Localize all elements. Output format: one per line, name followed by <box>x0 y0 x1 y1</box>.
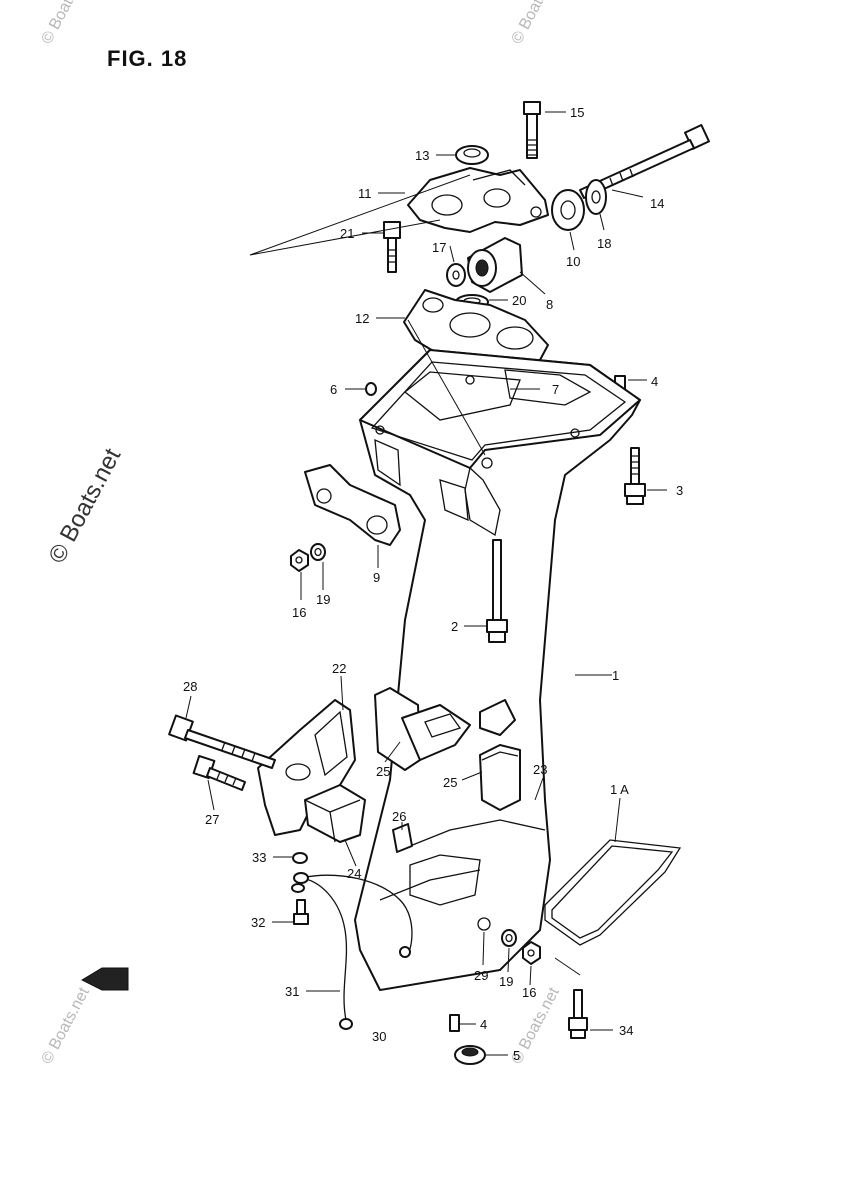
gasket-1a <box>544 839 682 946</box>
callout-9: 9 <box>373 570 380 585</box>
washer-33 <box>292 852 308 864</box>
callout-4-lower: 4 <box>480 1017 487 1032</box>
bolt-28 <box>168 714 276 769</box>
rubber-mount-8 <box>467 237 523 293</box>
washer-18 <box>585 179 607 215</box>
bolt-3 <box>624 447 646 505</box>
callout-29: 29 <box>474 968 488 983</box>
callout-28: 28 <box>183 679 197 694</box>
callout-19-upper: 19 <box>316 592 330 607</box>
screw-6 <box>365 382 377 396</box>
mount-24 <box>304 784 366 843</box>
callout-20: 20 <box>512 293 526 308</box>
leader-lines <box>185 111 667 1056</box>
washer-19-upper <box>310 543 326 561</box>
bolt-2 <box>486 539 508 643</box>
callout-26: 26 <box>392 809 406 824</box>
dowel-pin-4-lower <box>449 1014 460 1032</box>
watermark-top-left: © Boats.net <box>39 0 94 47</box>
callout-31: 31 <box>285 984 299 999</box>
drive-shaft-housing-1 <box>354 349 641 991</box>
bolt-32 <box>293 899 309 925</box>
bolt-27 <box>192 754 246 791</box>
bolt-34 <box>568 989 588 1039</box>
callout-3: 3 <box>676 483 683 498</box>
rubber-mount-25-right <box>479 699 521 811</box>
washer-13 <box>455 145 489 165</box>
collar-10 <box>551 189 585 231</box>
callout-6: 6 <box>330 382 337 397</box>
watermark-vertical: © Boats.net <box>43 444 126 568</box>
callout-8: 8 <box>546 297 553 312</box>
callout-14: 14 <box>650 196 664 211</box>
bolt-21 <box>383 221 401 273</box>
bracket-9 <box>304 464 401 546</box>
rubber-mount-25-left <box>374 687 471 771</box>
callout-18: 18 <box>597 236 611 251</box>
front-arrow-icon <box>80 967 129 991</box>
pin-26 <box>392 823 413 853</box>
callout-22: 22 <box>332 661 346 676</box>
callout-4-upper: 4 <box>651 374 658 389</box>
callout-24: 24 <box>347 866 361 881</box>
callout-7: 7 <box>552 382 559 397</box>
callout-11: 11 <box>358 186 372 201</box>
bolt-15 <box>523 101 541 159</box>
callout-32: 32 <box>251 915 265 930</box>
callout-10: 10 <box>566 254 580 269</box>
nut-16-upper <box>290 549 309 572</box>
callout-21: 21 <box>340 226 354 241</box>
callout-34: 34 <box>619 1023 633 1038</box>
nut-16-lower <box>522 941 541 965</box>
washer-19-lower <box>501 929 517 947</box>
callout-25-left: 25 <box>376 764 390 779</box>
callout-23: 23 <box>533 762 547 777</box>
ground-wire-31 <box>291 872 413 1030</box>
callout-1a: 1 A <box>610 782 629 797</box>
seal-5 <box>454 1045 486 1065</box>
callout-2: 2 <box>451 619 458 634</box>
callout-16-lower: 16 <box>522 985 536 1000</box>
callout-17: 17 <box>432 240 446 255</box>
callout-27: 27 <box>205 812 219 827</box>
callout-13: 13 <box>415 148 429 163</box>
watermark-top-center: © Boats.net <box>509 0 564 47</box>
callout-30: 30 <box>372 1029 386 1044</box>
callout-1: 1 <box>612 668 619 683</box>
callout-15: 15 <box>570 105 584 120</box>
callout-12: 12 <box>355 311 369 326</box>
figure-title: FIG. 18 <box>107 46 188 71</box>
watermark-bottom-left: © Boats.net <box>39 984 94 1066</box>
washer-17 <box>446 263 466 287</box>
callout-16-upper: 16 <box>292 605 306 620</box>
callout-19-lower: 19 <box>499 974 513 989</box>
callout-25-right: 25 <box>443 775 457 790</box>
callout-5: 5 <box>513 1048 520 1063</box>
upper-mount-cover-11 <box>407 167 549 233</box>
callout-33: 33 <box>252 850 266 865</box>
